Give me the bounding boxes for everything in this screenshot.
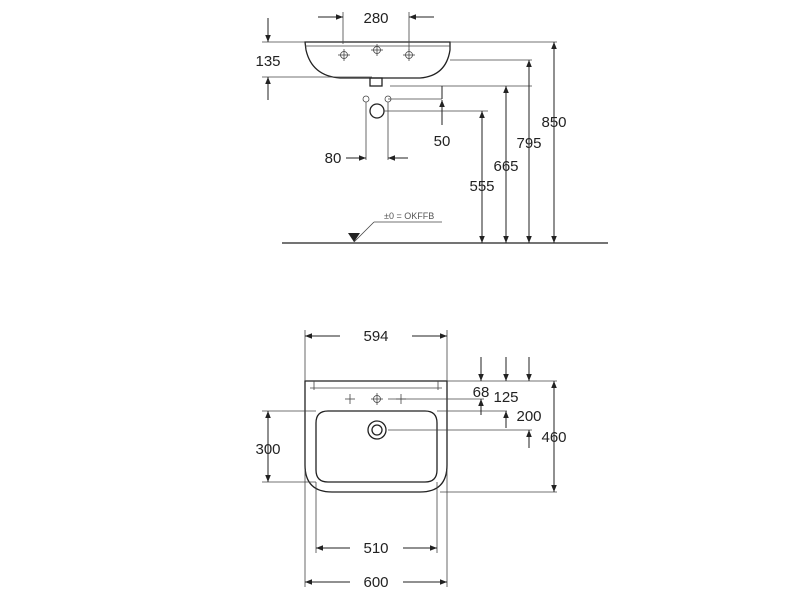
plan-view: 594 68 125 200 460 300 510	[255, 328, 566, 591]
basin-side-profile	[304, 41, 451, 79]
dim-600: 600	[363, 574, 388, 591]
dim-68: 68	[473, 384, 490, 401]
dim-300: 300	[255, 441, 280, 458]
dim-280: 280	[363, 10, 388, 27]
dim-510: 510	[363, 540, 388, 557]
dim-850: 850	[541, 114, 566, 131]
dim-795: 795	[516, 135, 541, 152]
dim-555: 555	[469, 178, 494, 195]
floor-level-label: ±0 = OKFFB	[384, 211, 434, 221]
drain-icon	[367, 420, 387, 440]
waste-outlet	[369, 77, 383, 87]
dim-50: 50	[434, 133, 451, 150]
dim-594: 594	[363, 328, 388, 345]
tap-hole-icon	[338, 44, 415, 61]
basin-plan-outline	[304, 380, 448, 493]
basin-bowl	[315, 410, 438, 483]
side-view: 280 135 80 50 555 665 795 850	[255, 10, 608, 244]
dim-200: 200	[516, 408, 541, 425]
dim-665: 665	[493, 158, 518, 175]
dim-80: 80	[325, 150, 342, 167]
dim-460: 460	[541, 429, 566, 446]
dim-135: 135	[255, 53, 280, 70]
supply-connection-icon	[362, 95, 392, 103]
floor-level-icon	[348, 233, 360, 242]
dim-125: 125	[493, 389, 518, 406]
waste-connection-icon	[369, 103, 385, 119]
